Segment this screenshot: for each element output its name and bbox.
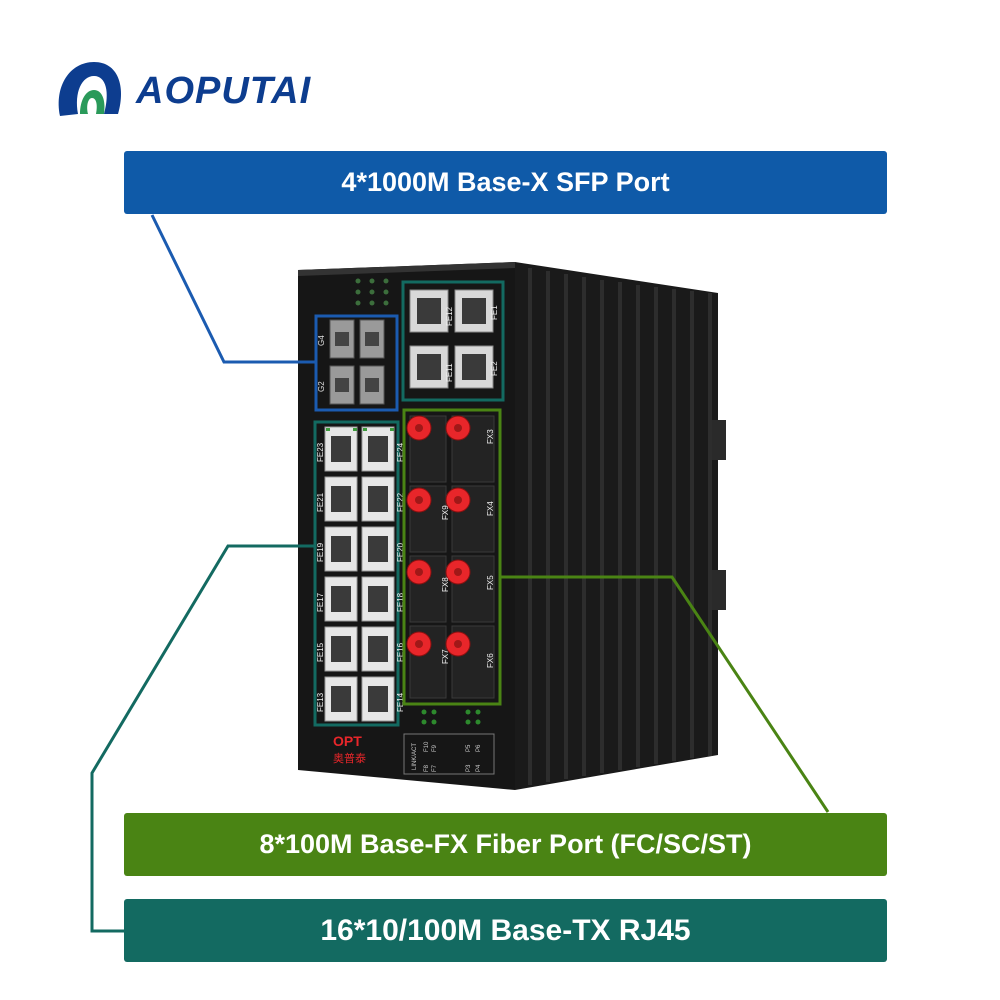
led-label-f9: F9 [432, 744, 438, 752]
fiber-port-group: FX3 FX9 FX4 FX8 FX5 FX7 FX6 [402, 408, 502, 706]
fiber-label-fx6: FX6 [486, 653, 495, 668]
sfp-label-g4: G4 [317, 335, 326, 346]
status-led-panel: LINK/ACT F10 F9 F8 F7 P5 P6 P3 P4 [403, 709, 495, 775]
brand-logo: AOPUTAI [52, 56, 372, 122]
rj45-label-fe21: FE21 [316, 492, 325, 512]
rj45-label-fe16: FE16 [396, 642, 405, 662]
rj45-callout-line [90, 544, 315, 933]
led-label-p4: P4 [476, 764, 482, 772]
rj45-label-fe23: FE23 [316, 442, 325, 462]
sfp-port-callout-label: 4*1000M Base-X SFP Port [341, 167, 670, 197]
fiber-label-fx4: FX4 [486, 501, 495, 516]
fiber-label-fx8: FX8 [441, 577, 450, 592]
rj45-label-fe24: FE24 [396, 442, 405, 462]
fiber-label-fx9: FX9 [441, 505, 450, 520]
led-label-linkact: LINK/ACT [412, 743, 418, 770]
sfp-port-group: G4 G2 [314, 314, 399, 412]
top-rj45-group: FE12 FE1 FE11 FE2 [401, 280, 505, 402]
rj45-label-fe12: FE12 [445, 306, 454, 326]
aoputai-logo-icon [58, 62, 121, 116]
maker-mark-cn: 奥普泰 [333, 751, 366, 765]
rj45-port-callout-label: 16*10/100M Base-TX RJ45 [320, 913, 691, 947]
fiber-label-fx5: FX5 [486, 575, 495, 590]
rj45-label-fe11: FE11 [445, 363, 454, 382]
led-label-p5: P5 [466, 744, 472, 752]
brand-name: AOPUTAI [136, 70, 312, 112]
rj45-label-fe15: FE15 [316, 642, 325, 662]
fiber-port-callout-label: 8*100M Base-FX Fiber Port (FC/SC/ST) [259, 829, 752, 859]
rj45-label-fe19: FE19 [316, 542, 325, 562]
led-label-p3: P3 [466, 764, 472, 772]
left-rj45-group: FE23 FE24 FE21 FE22 FE19 FE20 FE17 FE18 … [313, 420, 405, 727]
fiber-label-fx7: FX7 [441, 649, 450, 664]
rj45-label-fe22: FE22 [396, 492, 405, 512]
device-heatsink [515, 262, 726, 790]
rj45-label-fe20: FE20 [396, 542, 405, 562]
rj45-port-callout: 16*10/100M Base-TX RJ45 [124, 899, 887, 962]
rj45-label-fe14: FE14 [396, 692, 405, 712]
sfp-callout-line [150, 214, 316, 364]
led-label-p6: P6 [476, 744, 482, 752]
sfp-port-callout: 4*1000M Base-X SFP Port [124, 151, 887, 214]
fiber-label-fx3: FX3 [486, 429, 495, 444]
fiber-callout-line [500, 575, 830, 813]
rj45-label-fe17: FE17 [316, 592, 325, 612]
led-label-f8: F8 [424, 764, 430, 772]
maker-mark: OPT [333, 733, 362, 749]
led-label-f7: F7 [432, 764, 438, 772]
sfp-label-g2: G2 [317, 381, 326, 392]
fiber-port-callout: 8*100M Base-FX Fiber Port (FC/SC/ST) [124, 813, 887, 876]
led-label-f10: F10 [424, 741, 430, 752]
rj45-label-fe2: FE2 [490, 361, 499, 376]
rj45-label-fe1: FE1 [490, 305, 499, 320]
rj45-label-fe13: FE13 [316, 692, 325, 712]
rj45-label-fe18: FE18 [396, 592, 405, 612]
